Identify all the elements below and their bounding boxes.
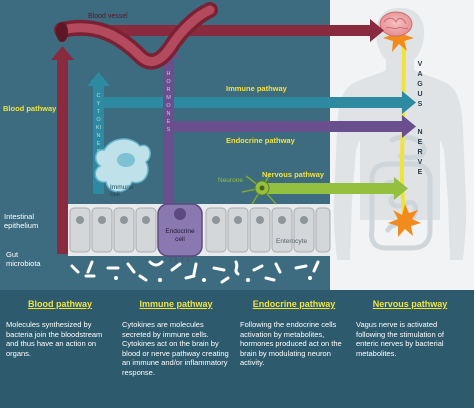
nervous-pathway-column: Nervous pathway Vagus nerve is activated…	[356, 298, 464, 358]
immune-arrow	[100, 91, 416, 114]
endocrine-pathway-text: Following the endocrine cells activation…	[240, 320, 342, 367]
pathway-descriptions: Blood pathway Molecules synthesized by b…	[0, 290, 474, 408]
vagus-label: VAGUS	[417, 61, 423, 108]
immune-pathway-text: Cytokines are molecules secreted by immu…	[122, 320, 229, 377]
endocrine-cell	[157, 203, 203, 257]
blood-pathway-side-label: Blood pathway	[3, 104, 57, 113]
endocrine-cell-label: Endocrine cell	[165, 228, 195, 243]
blood-pathway-title: Blood pathway	[27, 299, 92, 309]
brain-folds	[383, 17, 409, 30]
nervous-pathway-label: Nervous pathway	[262, 170, 325, 179]
endocrine-pathway-title: Endocrine pathway	[252, 299, 336, 309]
nervous-pathway-title: Nervous pathway	[372, 299, 448, 309]
human-silhouette	[333, 8, 467, 260]
brain	[379, 11, 413, 37]
blood-pathway-column: Blood pathway Molecules synthesized by b…	[6, 298, 114, 358]
blood-arrow-to-brain	[62, 19, 384, 42]
cytokines-label: CYTOKINES	[95, 93, 102, 155]
enterocyte-label: Enterocyte	[276, 238, 308, 245]
endocrine-pathway-label: Endocrine pathway	[226, 136, 295, 145]
blood-vessel-opening	[56, 22, 68, 42]
neurone-label: Neurone	[218, 177, 243, 184]
intestinal-epithelium-label: Intestinal epithelium	[4, 212, 39, 230]
hormones-label: HORMONES	[166, 71, 171, 133]
immune-pathway-column: Immune pathway Cytokines are molecules s…	[122, 298, 230, 377]
nervous-pathway-text: Vagus nerve is activated following the s…	[356, 320, 444, 358]
enterocyte-cells	[69, 207, 331, 253]
gut-microbiota-bacteria	[70, 260, 320, 284]
blood-arrow-vertical	[51, 46, 74, 254]
blood-pathway-text: Molecules synthesized by bacteria join t…	[6, 320, 103, 358]
immune-pathway-label: Immune pathway	[226, 84, 287, 93]
nervous-arrow	[262, 177, 408, 200]
diagram-illustration	[51, 0, 474, 290]
gut-microbiota-label: Gut microbiota	[6, 250, 41, 268]
cytokines-arrow	[87, 72, 110, 194]
immune-cell-label: Immune cell	[110, 184, 134, 198]
nerve-label: NERVE	[417, 129, 423, 176]
blood-vessel-label: Blood vessel	[88, 13, 128, 20]
immune-pathway-title: Immune pathway	[139, 299, 213, 309]
endocrine-pathway-column: Endocrine pathway Following the endocrin…	[240, 298, 348, 368]
gut-activation-star	[388, 204, 421, 237]
endocrine-arrow	[168, 115, 416, 138]
vagus-nerve	[399, 39, 406, 219]
neurone	[241, 173, 277, 205]
